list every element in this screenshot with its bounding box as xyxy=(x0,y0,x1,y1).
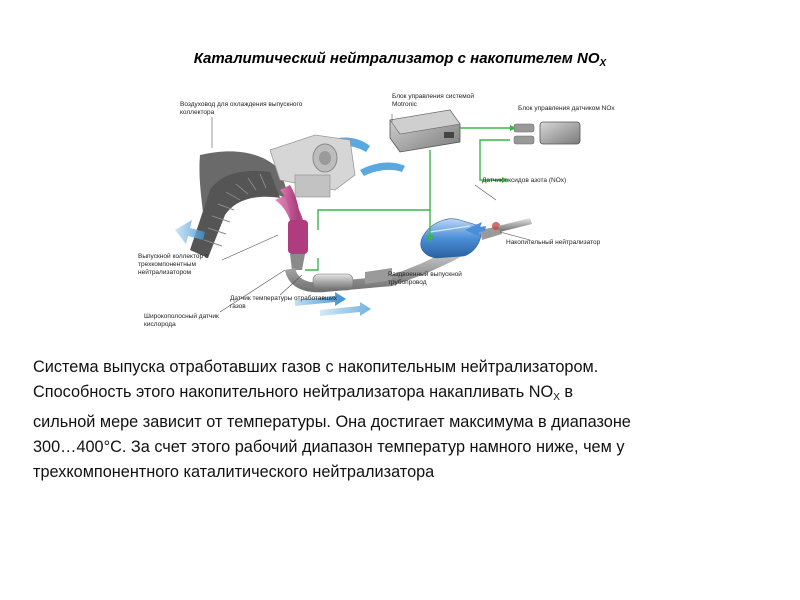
description-subscript: X xyxy=(553,392,560,403)
flow-arrow-icon xyxy=(465,222,486,237)
exhaust-manifold xyxy=(275,185,308,270)
title-text: Каталитический нейтрализатор с накопител… xyxy=(193,50,600,67)
slide-title: Каталитический нейтрализатор с накопител… xyxy=(0,50,800,69)
label-nox-ecu: Блок управления датчиком NOx xyxy=(518,105,615,112)
label-air-duct: Воздуховод для охлаждения выпускного xyxy=(180,101,303,108)
exhaust-flow-arrows xyxy=(295,292,371,316)
engine-block xyxy=(269,134,356,198)
description-text: Система выпуска отработавших газов с нак… xyxy=(33,355,773,485)
label-split-pipe: Раздвоенный выпускной xyxy=(388,270,462,278)
title-subscript: X xyxy=(599,58,607,69)
description-line: Способность этого накопительного нейтрал… xyxy=(33,380,773,410)
description-line-text: в xyxy=(559,383,574,401)
label-motronic-ecu: Блок управления системой xyxy=(392,92,474,100)
label-lambda-sensor-line2: кислорода xyxy=(144,321,176,328)
leader-lines xyxy=(211,114,531,313)
label-manifold-line2: трехкомпонентным xyxy=(138,261,196,268)
label-temp-sensor-line2: газов xyxy=(230,303,246,310)
description-line: 300…400°С. За счет этого рабочий диапазо… xyxy=(33,438,625,456)
label-temp-sensor: Датчик температуры отработавших xyxy=(230,294,338,302)
label-manifold: Выпускной коллектор с xyxy=(138,252,209,260)
label-lambda-sensor: Широкополосный датчик xyxy=(144,312,219,320)
nox-sensor-control-unit xyxy=(513,121,581,145)
label-air-duct-line2: коллектора xyxy=(180,109,215,116)
exhaust-system-diagram: Воздуховод для охлаждения выпускного кол… xyxy=(138,92,615,328)
label-nox-sensor: Датчик оксидов азота (NOx) xyxy=(482,177,566,184)
nox-storage-catalyst xyxy=(420,218,502,259)
label-split-pipe-line2: трубопровод xyxy=(388,278,427,286)
exhaust-pipe xyxy=(285,240,475,293)
description-line: сильной мере зависит от температуры. Она… xyxy=(33,413,631,431)
label-storage-catalyst: Накопительный нейтрализатор xyxy=(506,238,601,246)
label-manifold-line3: нейтрализатором xyxy=(138,268,192,276)
cooling-air-duct xyxy=(190,151,290,258)
description-line: трехкомпонентного каталитического нейтра… xyxy=(33,463,435,481)
signal-wires xyxy=(305,125,516,271)
label-motronic-ecu-line2: Motronic xyxy=(392,101,418,108)
tailpipe xyxy=(498,218,532,232)
description-line-text: Способность этого накопительного нейтрал… xyxy=(33,383,554,401)
description-line: Система выпуска отработавших газов с нак… xyxy=(33,358,599,376)
motronic-ecu xyxy=(389,109,461,153)
